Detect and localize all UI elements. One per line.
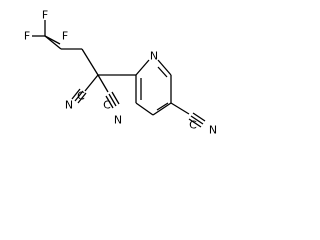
bond-ring-n1-c6 <box>157 59 172 76</box>
bond-ring-double-2 <box>156 102 169 111</box>
bond-triple-1a <box>74 90 84 102</box>
atom-pyridine-nitrile-carbon: C <box>189 119 197 132</box>
bond-triple-1c <box>71 88 81 100</box>
bond-quaternary-nitrile-1 <box>84 74 99 92</box>
trifluoromethyl-group <box>32 20 61 45</box>
pyridine-ring <box>135 59 172 116</box>
atom-f-left: F <box>24 30 30 43</box>
bond-ring-to-nitrile <box>170 102 190 115</box>
bond-triple-2a <box>108 93 117 107</box>
bond-ch2-quaternary <box>81 48 99 76</box>
atom-f-top: F <box>42 9 48 22</box>
bond-triple-2b <box>111 91 120 105</box>
bond-ring-c4-c3 <box>135 102 154 116</box>
bond-triple-3b <box>192 112 206 122</box>
atom-nitrile-nitrogen-2: N <box>114 114 122 127</box>
bond-triple-2c <box>105 95 114 109</box>
bond-ring-c5-c4 <box>152 102 172 116</box>
alkyl-chain <box>44 35 136 76</box>
atom-nitrile-carbon-2: C <box>103 99 111 112</box>
atom-pyridine-nitrile-nitrogen: N <box>209 124 217 137</box>
bond-triple-3c <box>188 118 202 128</box>
bond-cf3-ch2 <box>44 35 62 50</box>
molecule-diagram: F F F N N C N C C N <box>24 9 217 137</box>
bond-ring-c2-n1 <box>135 59 150 76</box>
atom-nitrile-nitrogen-1: N <box>65 99 73 112</box>
bond-quaternary-nitrile-2 <box>97 74 109 93</box>
atom-ring-nitrogen: N <box>150 50 158 63</box>
pyridine-nitrile-group <box>170 102 206 128</box>
atom-f-right: F <box>62 30 68 43</box>
bond-triple-3a <box>190 115 204 125</box>
nitrile-group-1 <box>71 74 99 104</box>
bond-triple-1b <box>77 92 87 104</box>
bond-ring-double-3 <box>157 66 168 78</box>
atom-nitrile-carbon-1: C <box>77 90 85 103</box>
nitrile-group-2 <box>97 74 120 109</box>
